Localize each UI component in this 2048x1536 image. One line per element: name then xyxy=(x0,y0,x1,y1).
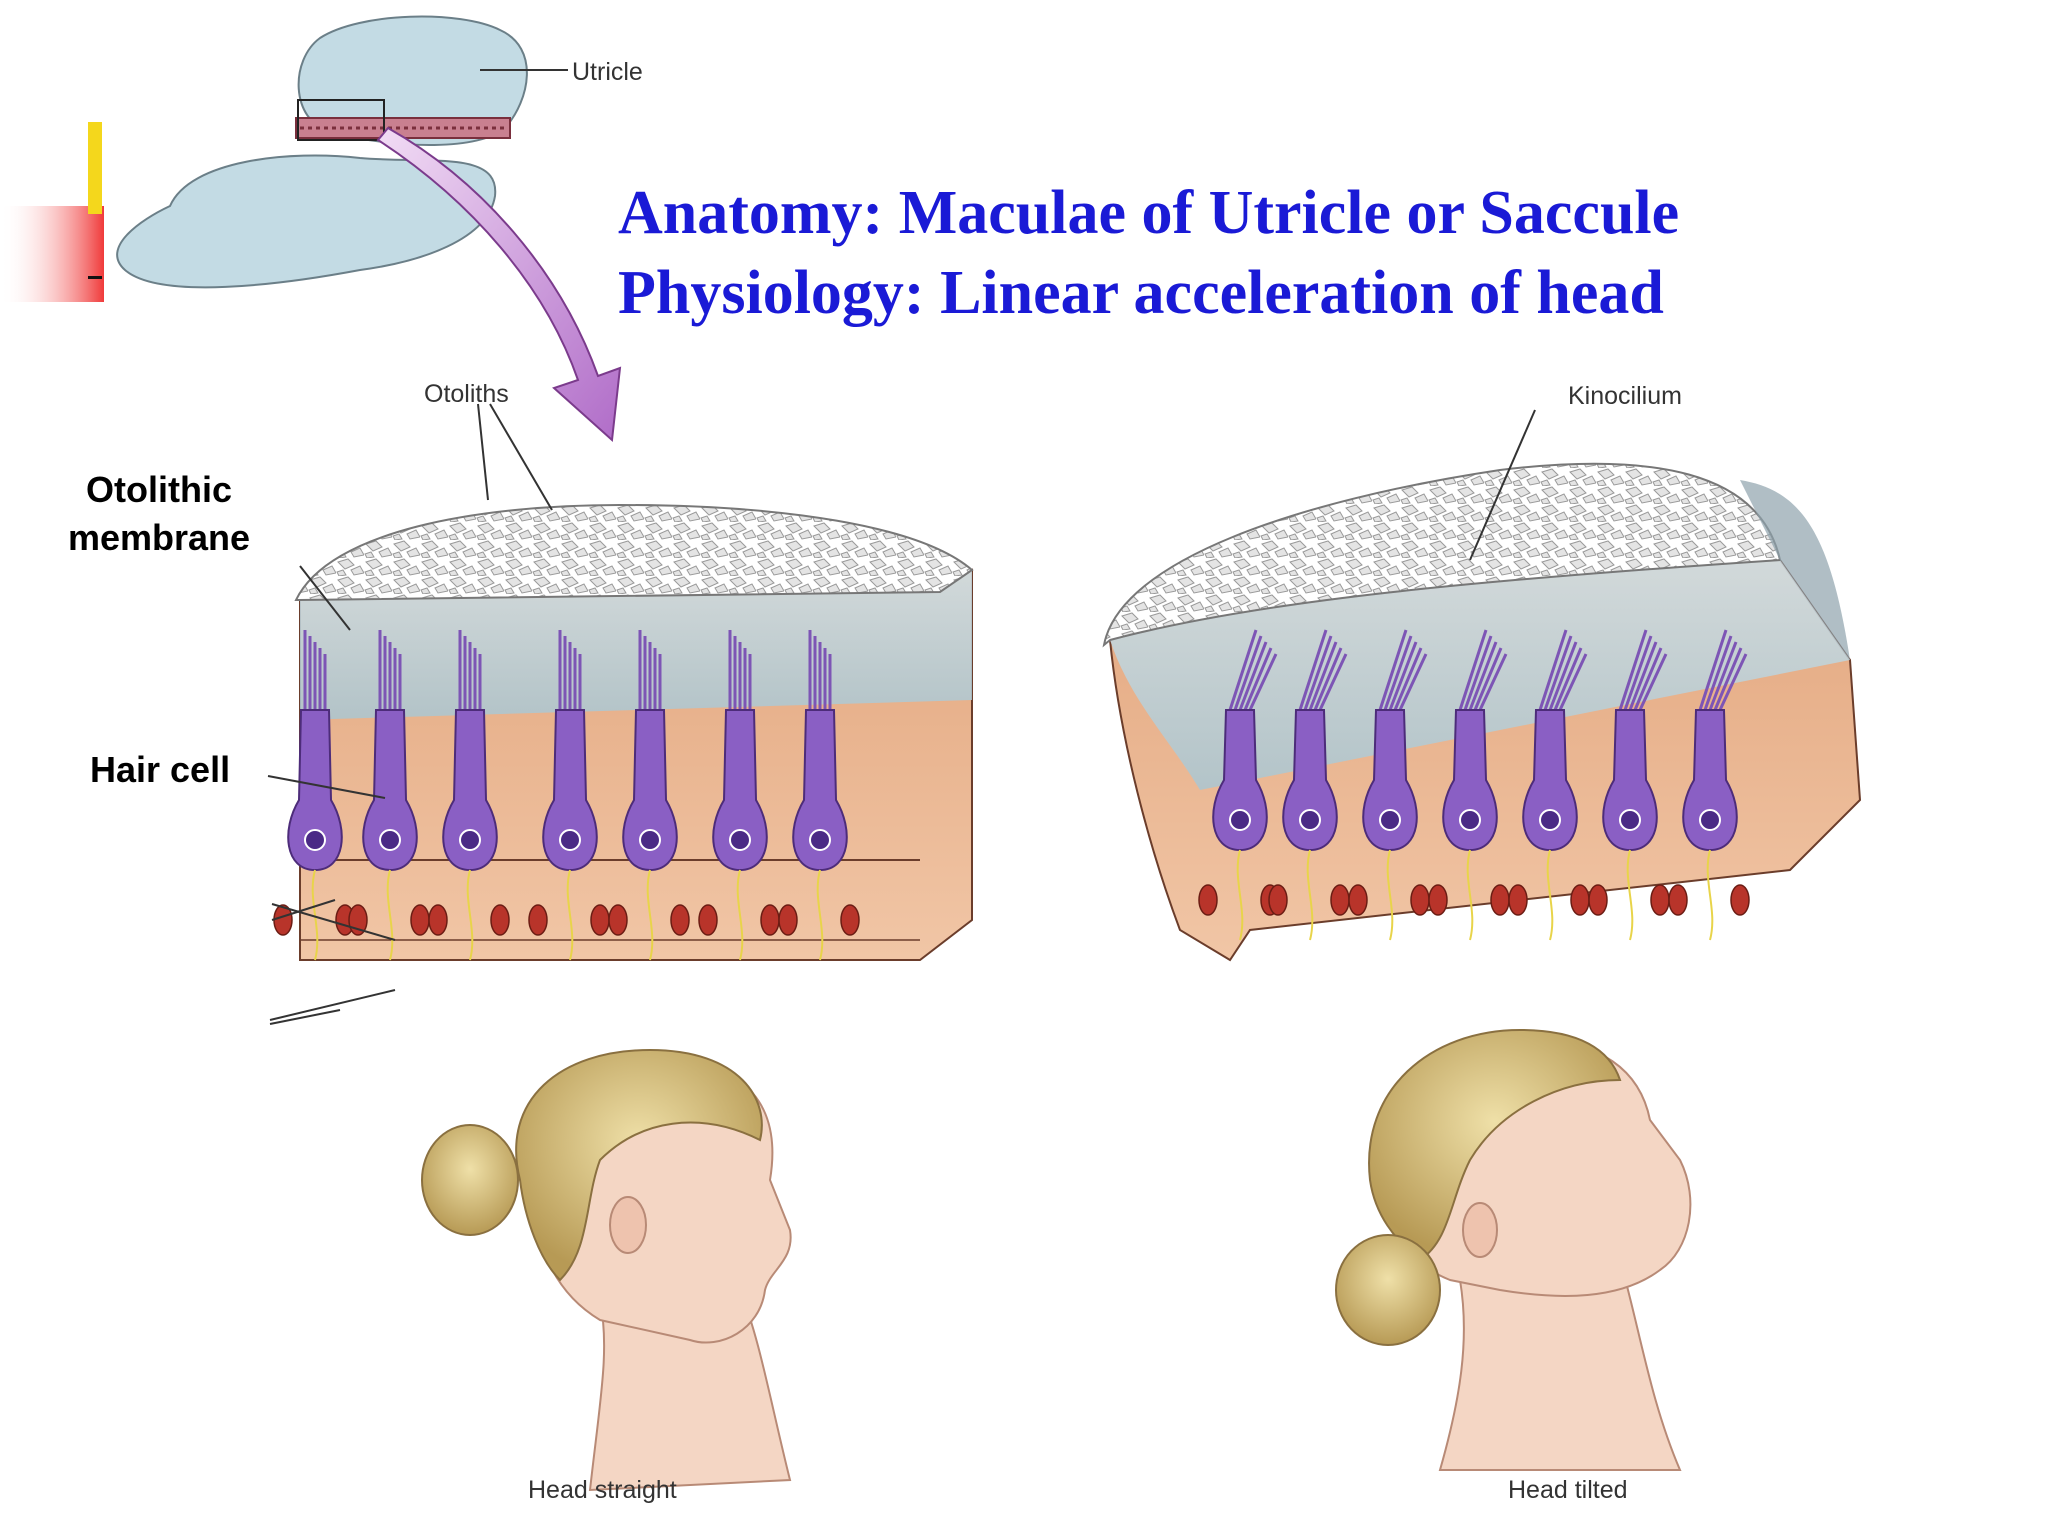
leader-lines xyxy=(267,403,1536,1025)
head-tilted-illustration xyxy=(1335,1028,1692,1471)
caption-head-tilted: Head tilted xyxy=(1508,1476,1628,1504)
hair-cell xyxy=(1348,629,1430,941)
hair-cell xyxy=(1198,629,1280,941)
label-utricle: Utricle xyxy=(572,58,643,86)
label-otoliths: Otoliths xyxy=(424,380,509,408)
zoom-arrow xyxy=(376,126,622,443)
macula-block-straight xyxy=(273,503,974,961)
head-straight-illustration xyxy=(421,1048,792,1492)
label-kinocilium: Kinocilium xyxy=(1568,382,1682,410)
hair-cell xyxy=(273,630,355,961)
label-hair-cell: Hair cell xyxy=(90,749,231,790)
hair-cell xyxy=(428,630,510,961)
hair-cell xyxy=(1668,629,1750,941)
macula-block-tilted xyxy=(1102,462,1862,962)
caption-head-straight: Head straight xyxy=(528,1476,677,1504)
hair-cell xyxy=(348,630,430,961)
accent-decoration xyxy=(0,122,104,302)
hair-cell xyxy=(1268,629,1350,941)
hair-cell xyxy=(1508,629,1590,941)
title-anatomy: Anatomy: Maculae of Utricle or Saccule xyxy=(618,179,1680,247)
hair-cell xyxy=(528,630,610,961)
hair-cell xyxy=(778,630,860,961)
label-otolithic-membrane-line2: membrane xyxy=(67,517,251,558)
hair-cell xyxy=(1588,629,1670,941)
utricle-saccule-sketch xyxy=(116,15,568,289)
hair-cell xyxy=(1428,629,1510,941)
title-physiology: Physiology: Linear acceleration of head xyxy=(618,259,1664,327)
hair-cell xyxy=(698,630,780,961)
label-otolithic-membrane-line1: Otolithic xyxy=(86,469,232,510)
label-otolithic-membrane: Otolithic membrane xyxy=(44,466,274,562)
hair-cell xyxy=(608,630,690,961)
